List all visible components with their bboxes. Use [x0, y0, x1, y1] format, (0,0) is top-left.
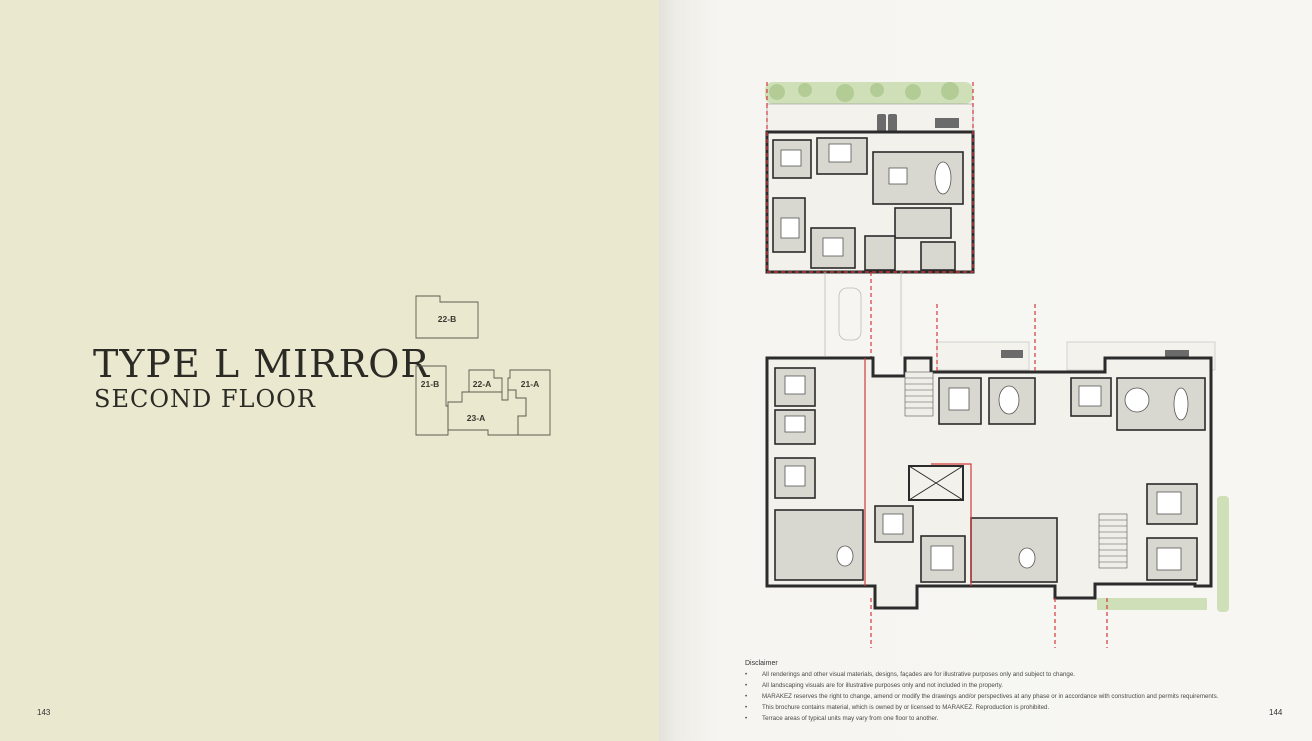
page-number-right: 144: [1269, 708, 1283, 717]
page-title: TYPE L MIRROR: [93, 342, 431, 386]
disclaimer-item: Terrace areas of typical units may vary …: [745, 713, 1265, 724]
key-plan-unit-23-a-shape: [447, 389, 527, 436]
walkway: [824, 272, 902, 364]
disclaimer-list: All renderings and other visual material…: [745, 669, 1265, 724]
key-plan-label-23-a: 23-A: [467, 413, 485, 423]
disclaimer-item: All landscaping visuals are for illustra…: [745, 680, 1265, 691]
left-page: TYPE L MIRROR SECOND FLOOR 22-B 21-B 22-…: [0, 0, 659, 741]
disclaimer-item: All renderings and other visual material…: [745, 669, 1265, 680]
disclaimer-item: This brochure contains material, which i…: [745, 702, 1265, 713]
key-plan-unit-21-b-shape: [415, 365, 449, 436]
key-plan-unit-22-b-shape: [415, 295, 479, 339]
page-subtitle: SECOND FLOOR: [94, 385, 316, 413]
floor-plan: [765, 82, 1229, 648]
disclaimer-title: Disclaimer: [745, 660, 778, 667]
lower-block: [765, 304, 1229, 648]
key-plan-label-21-b: 21-B: [421, 379, 439, 389]
upper-block: [765, 82, 975, 274]
key-plan-label-22-b: 22-B: [438, 314, 456, 324]
disclaimer-item: MARAKEZ reserves the right to change, am…: [745, 691, 1265, 702]
key-plan-label-21-a: 21-A: [521, 379, 539, 389]
disclaimer: Disclaimer All renderings and other visu…: [745, 658, 1265, 724]
page-number-left: 143: [37, 708, 51, 717]
key-plan: 22-B 21-B 22-A 21-A 23-A: [415, 295, 551, 436]
key-plan-label-22-a: 22-A: [473, 379, 491, 389]
